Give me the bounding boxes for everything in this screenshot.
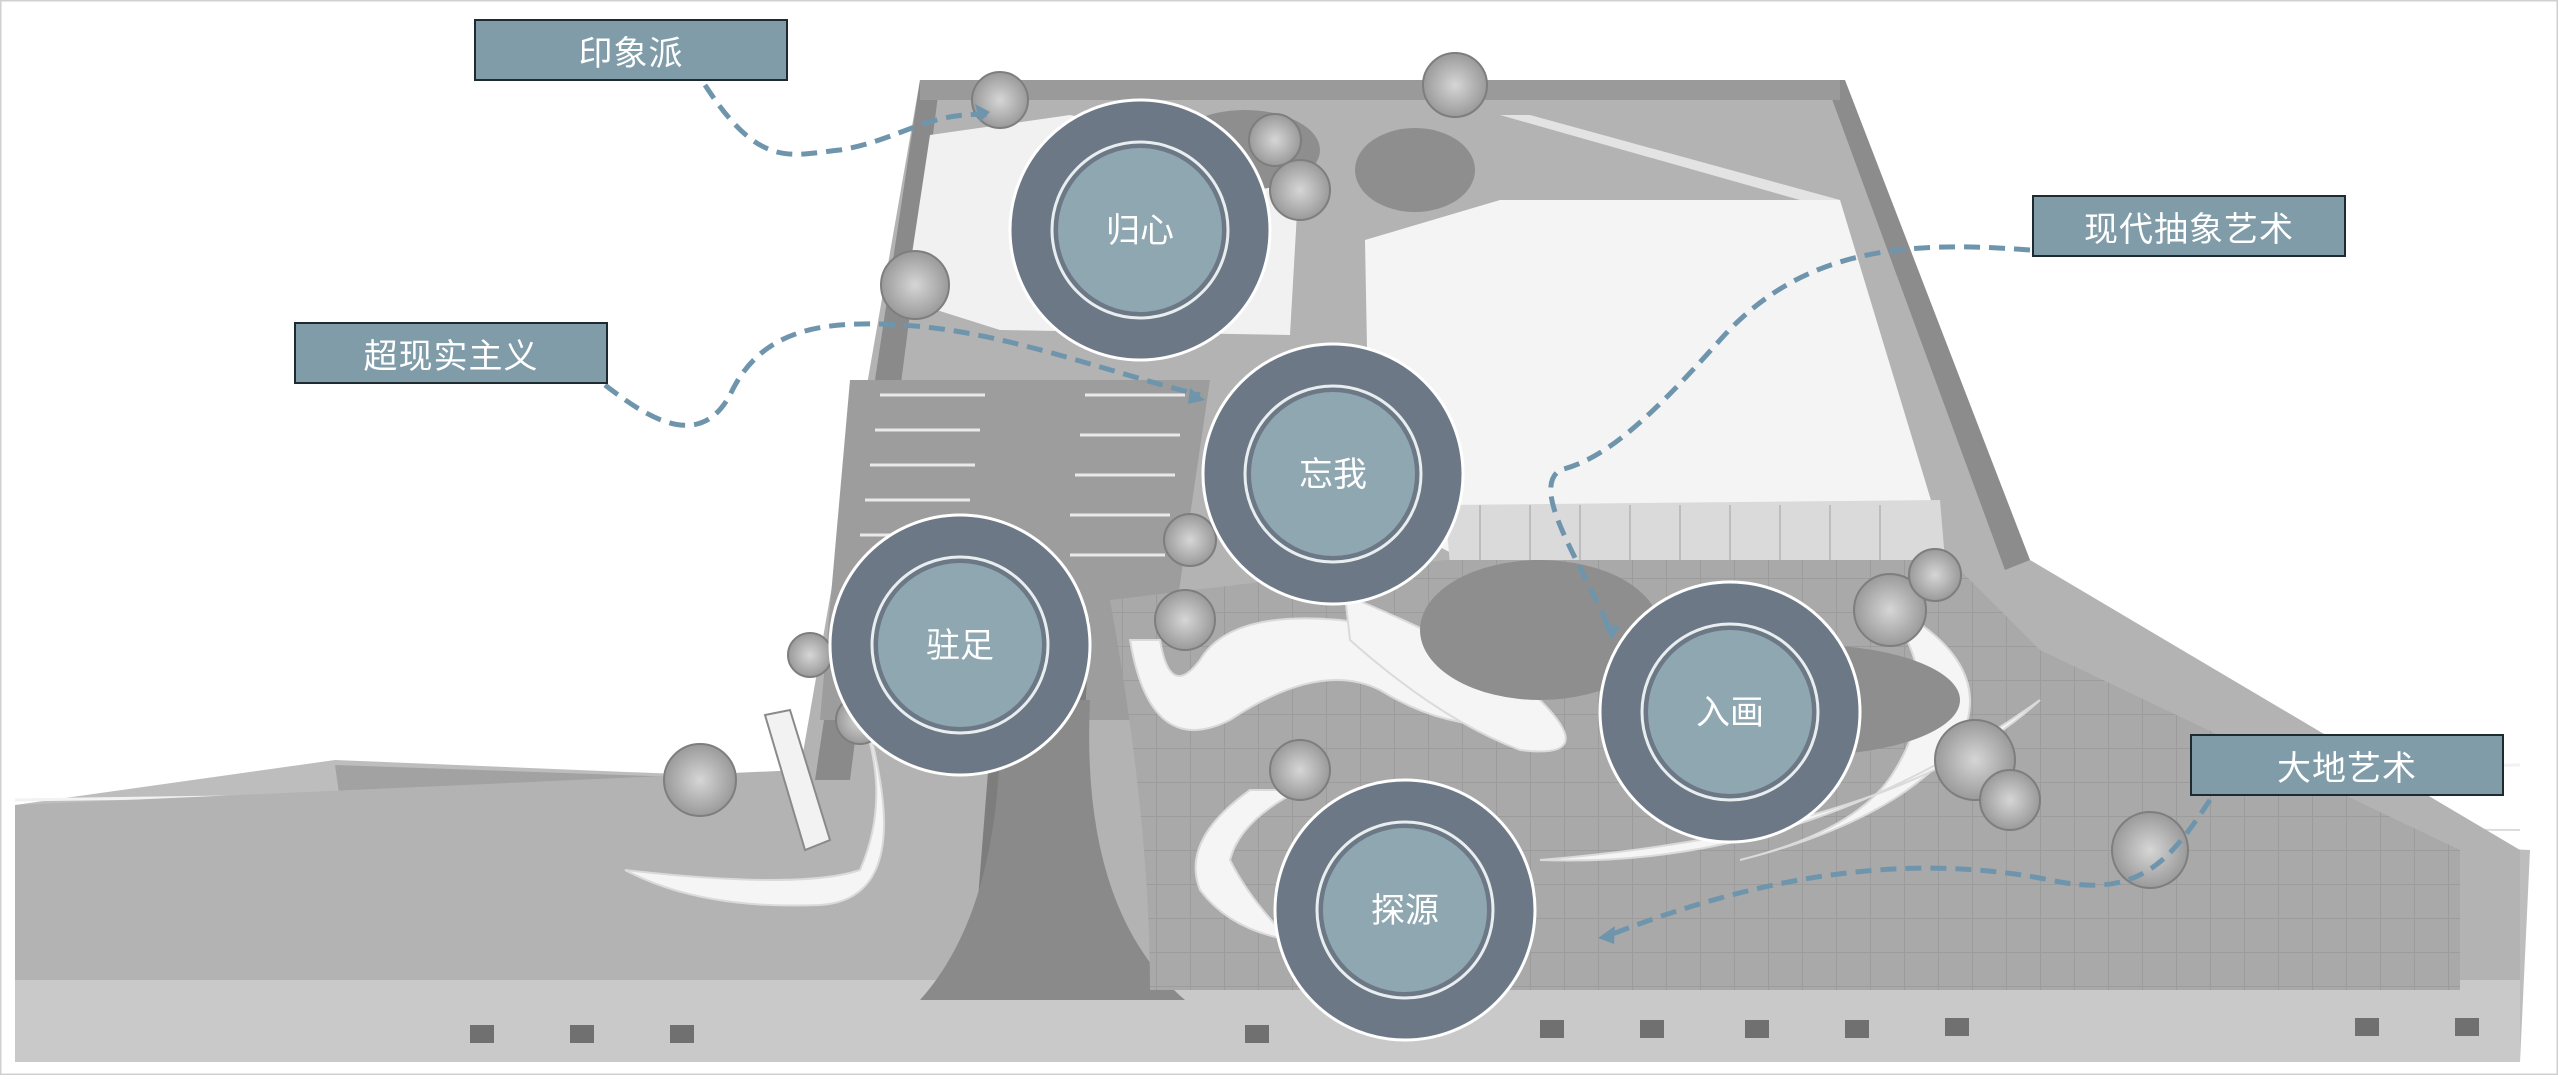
node-label-wangwo: 忘我 xyxy=(1299,455,1367,495)
tag-surrealism-label: 超现实主义 xyxy=(363,336,539,377)
tag-modern-abstract: 现代抽象艺术 xyxy=(2032,195,2346,257)
tag-land-art-label: 大地艺术 xyxy=(2277,748,2417,789)
node-inner-disc xyxy=(1648,630,1812,794)
sidewalk xyxy=(15,968,2520,1062)
node-wangwo: 忘我 xyxy=(1201,342,1465,606)
curb-tiles xyxy=(470,1018,2479,1043)
node-ruhua: 入画 xyxy=(1598,580,1862,844)
node-inner-disc xyxy=(1251,392,1415,556)
tag-surrealism: 超现实主义 xyxy=(294,322,608,384)
tag-impressionism: 印象派 xyxy=(474,19,788,81)
entrance-sign xyxy=(763,708,832,852)
building-gallery xyxy=(1365,200,1940,555)
tag-impressionism-label: 印象派 xyxy=(578,33,684,74)
node-inner-disc xyxy=(1058,148,1222,312)
node-label-tanyuan: 探源 xyxy=(1371,891,1439,931)
node-guixin: 归心 xyxy=(1008,98,1272,362)
tag-land-art: 大地艺术 xyxy=(2190,734,2504,796)
node-inner-disc xyxy=(1323,828,1487,992)
node-label-guixin: 归心 xyxy=(1106,211,1174,251)
leader-lines xyxy=(603,83,2213,938)
node-tanyuan: 探源 xyxy=(1273,778,1537,1042)
node-label-zhuzu: 驻足 xyxy=(926,626,994,666)
tag-modern-abstract-label: 现代抽象艺术 xyxy=(2084,209,2294,250)
node-label-ruhua: 入画 xyxy=(1696,693,1764,733)
node-zhuzu: 驻足 xyxy=(828,513,1092,777)
node-inner-disc xyxy=(878,563,1042,727)
